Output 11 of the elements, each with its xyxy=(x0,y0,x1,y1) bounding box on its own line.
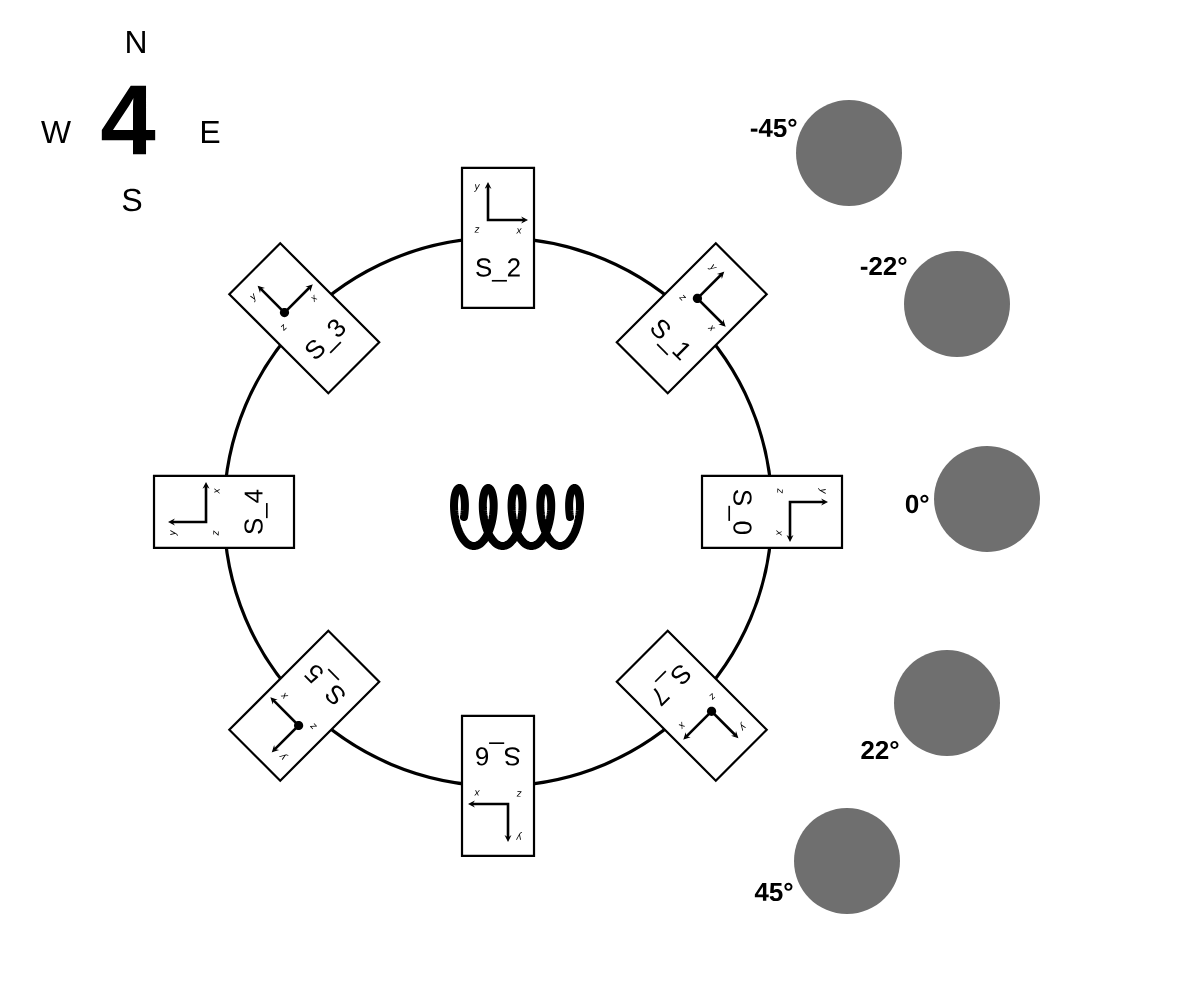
numeral: 4 xyxy=(101,85,156,155)
compass-letter: E xyxy=(202,121,220,143)
compass-letter: S xyxy=(122,188,142,212)
angle-label: 22° xyxy=(861,740,899,759)
compass-letter: N xyxy=(127,31,145,53)
angle-label: -45° xyxy=(750,118,797,138)
angle-label: 0° xyxy=(905,494,929,514)
compass-letter: W xyxy=(41,121,71,143)
angle-label: 45° xyxy=(754,882,793,902)
coil-icon xyxy=(450,483,584,550)
angle-label: -22° xyxy=(860,256,907,275)
